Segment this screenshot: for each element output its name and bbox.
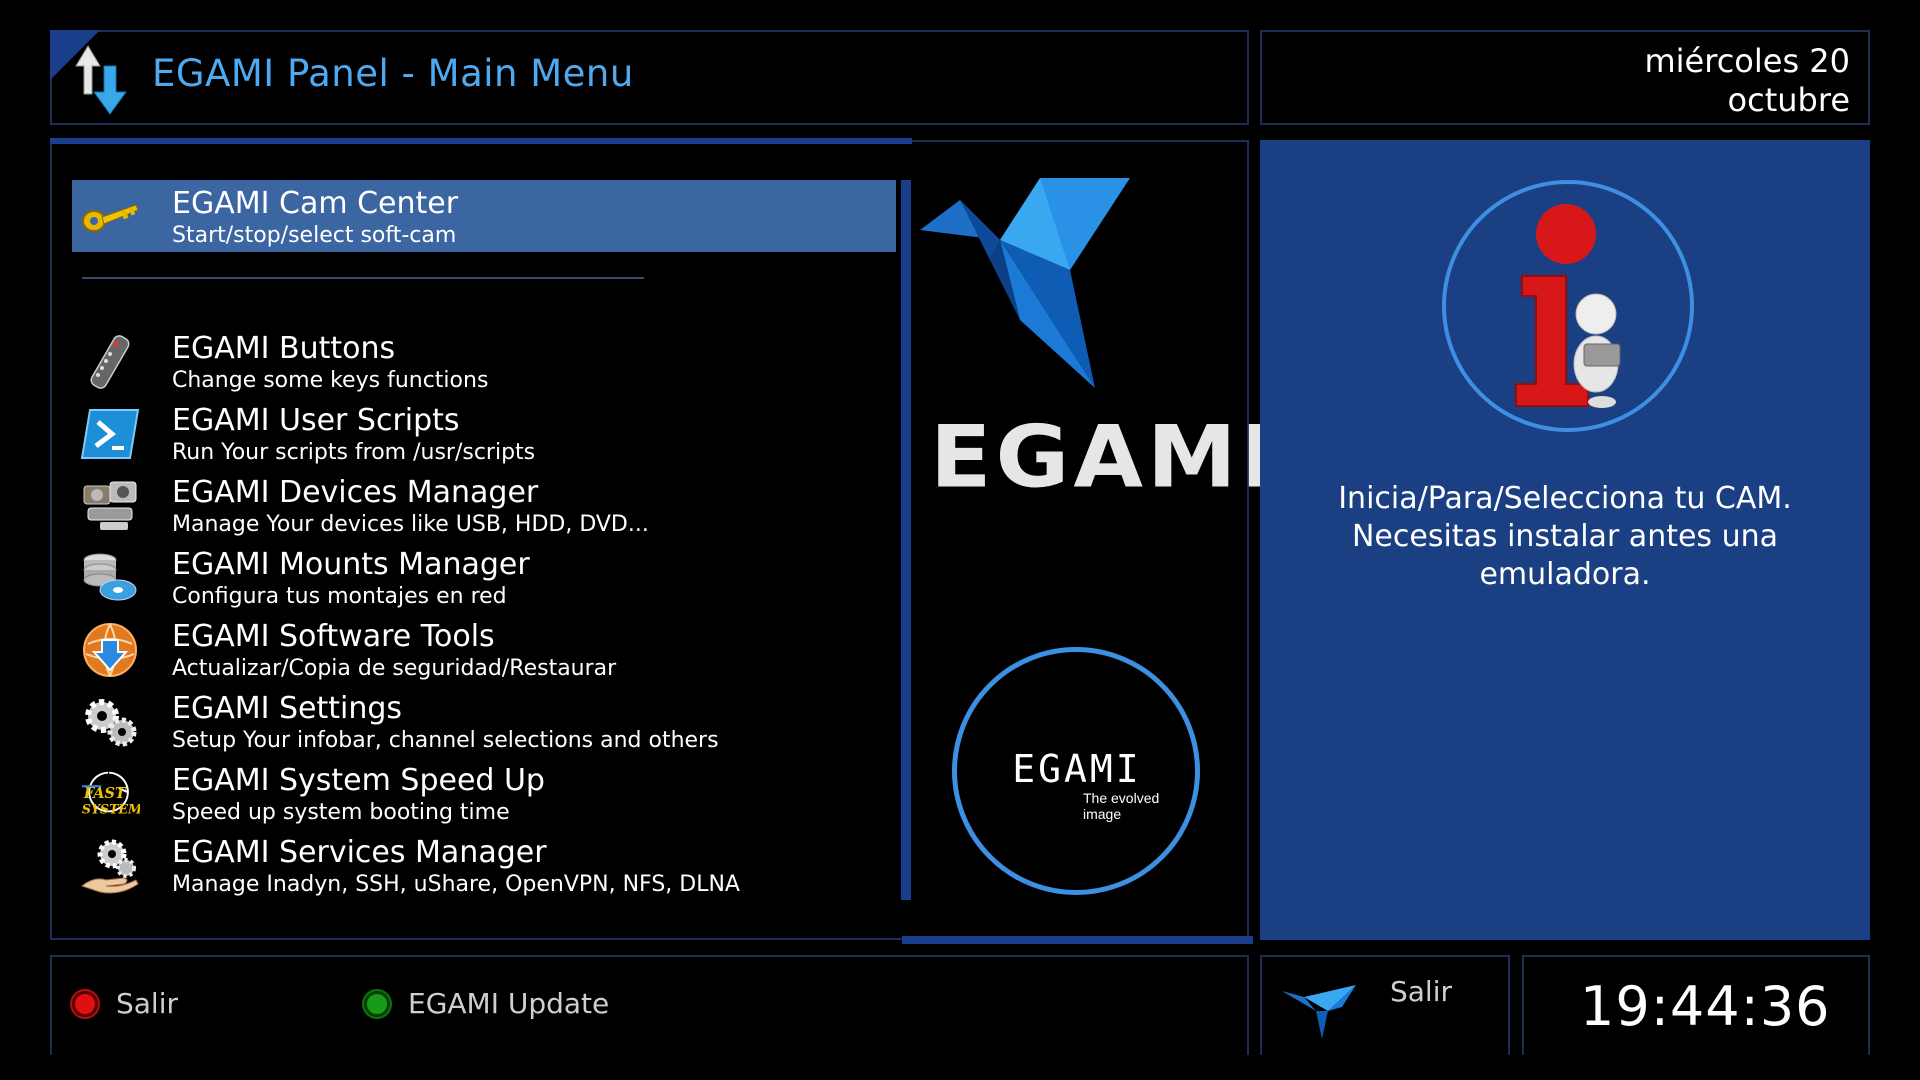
menu-item-title: EGAMI Mounts Manager — [172, 547, 530, 582]
menu-item-services-manager[interactable]: EGAMI Services Manager Manage Inadyn, SS… — [72, 829, 896, 901]
menu-item-cam-center[interactable]: EGAMI Cam Center Start/stop/select soft-… — [72, 180, 896, 252]
fast-system-icon: FAST SYSTEM — [80, 765, 140, 823]
menu-item-subtitle: Actualizar/Copia de seguridad/Restaurar — [172, 656, 617, 681]
header-bar: EGAMI Panel - Main Menu — [50, 30, 1249, 125]
footer-buttons: Salir EGAMI Update — [50, 955, 1249, 1055]
red-button-label: Salir — [116, 987, 179, 1020]
red-dot-icon — [72, 990, 98, 1017]
main-menu-panel: EGAMI Cam Center Start/stop/select soft-… — [50, 138, 1253, 944]
menu-item-title: EGAMI Devices Manager — [172, 475, 539, 510]
egami-circle-wordmark: EGAMI — [1012, 747, 1142, 791]
menu-item-subtitle: Speed up system booting time — [172, 800, 510, 825]
date-weekday: miércoles 20 — [1644, 42, 1850, 80]
date-month: octubre — [1727, 81, 1850, 119]
menu-item-subtitle: Start/stop/select soft-cam — [172, 223, 457, 248]
menu-item-subtitle: Configura tus montajes en red — [172, 584, 507, 609]
up-down-arrows-icon — [75, 45, 127, 115]
menu-item-title: EGAMI Settings — [172, 691, 403, 726]
menu-item-title: EGAMI Services Manager — [172, 835, 547, 870]
info-person-icon — [1515, 204, 1621, 408]
menu-item-subtitle: Setup Your infobar, channel selections a… — [172, 728, 719, 753]
menu-item-title: EGAMI User Scripts — [172, 403, 460, 438]
small-bird-icon — [1282, 985, 1356, 1039]
menu-item-buttons[interactable]: EGAMI Buttons Change some keys functions — [72, 325, 896, 397]
services-gears-hand-icon — [80, 837, 140, 895]
clock-box: 19:44:36 — [1522, 955, 1870, 1055]
menu-item-title: EGAMI Buttons — [172, 331, 396, 366]
egami-bird-logo — [920, 178, 1130, 388]
green-dot-icon — [364, 990, 390, 1017]
green-button-update[interactable]: EGAMI Update — [364, 987, 609, 1020]
menu-item-user-scripts[interactable]: EGAMI User Scripts Run Your scripts from… — [72, 397, 896, 469]
green-button-label: EGAMI Update — [408, 987, 610, 1020]
menu-item-subtitle: Change some keys functions — [172, 368, 489, 393]
network-drive-icon — [80, 549, 140, 607]
menu-item-title: EGAMI Software Tools — [172, 619, 495, 654]
menu-item-system-speed-up[interactable]: FAST SYSTEM EGAMI System Speed Up Speed … — [72, 757, 896, 829]
menu-scrollbar[interactable] — [901, 180, 911, 900]
globe-download-icon — [80, 621, 140, 679]
exit-label: Salir — [1390, 975, 1453, 1008]
terminal-icon — [80, 405, 140, 463]
fast-label: FAST — [83, 785, 127, 802]
menu-item-software-tools[interactable]: EGAMI Software Tools Actualizar/Copia de… — [72, 613, 896, 685]
clock-display: 19:44:36 — [1580, 975, 1831, 1038]
remote-control-icon — [80, 333, 140, 391]
menu-item-subtitle: Manage Your devices like USB, HDD, DVD..… — [172, 512, 649, 537]
menu-item-mounts-manager[interactable]: EGAMI Mounts Manager Configura tus monta… — [72, 541, 896, 613]
date-panel: miércoles 20 octubre — [1260, 30, 1870, 125]
bottom-accent-line — [902, 936, 1253, 944]
egami-tagline: The evolved image — [1083, 790, 1160, 822]
info-description: Inicia/Para/Selecciona tu CAM. Necesitas… — [1338, 481, 1792, 592]
menu-item-settings[interactable]: EGAMI Settings Setup Your infobar, chann… — [72, 685, 896, 757]
menu-item-title: EGAMI Cam Center — [172, 186, 459, 221]
devices-icon — [80, 477, 140, 535]
menu-item-title: EGAMI System Speed Up — [172, 763, 545, 798]
page-title: EGAMI Panel - Main Menu — [152, 52, 634, 95]
egami-wordmark: EGAMI — [930, 407, 1279, 508]
key-icon — [80, 188, 140, 246]
menu-separator — [82, 277, 644, 279]
info-panel: Inicia/Para/Selecciona tu CAM. Necesitas… — [1260, 140, 1870, 940]
egami-circle-logo: EGAMI The evolved image — [952, 647, 1200, 895]
menu-item-subtitle: Manage Inadyn, SSH, uShare, OpenVPN, NFS… — [172, 872, 740, 897]
gears-icon — [80, 693, 140, 751]
date-display: miércoles 20 octubre — [1644, 42, 1850, 120]
system-label: SYSTEM — [82, 801, 140, 816]
exit-box[interactable]: Salir — [1260, 955, 1510, 1055]
info-ring — [1442, 180, 1694, 432]
red-button-exit[interactable]: Salir — [72, 987, 178, 1020]
menu-item-subtitle: Run Your scripts from /usr/scripts — [172, 440, 536, 465]
menu-item-devices-manager[interactable]: EGAMI Devices Manager Manage Your device… — [72, 469, 896, 541]
top-accent-line — [50, 138, 912, 144]
